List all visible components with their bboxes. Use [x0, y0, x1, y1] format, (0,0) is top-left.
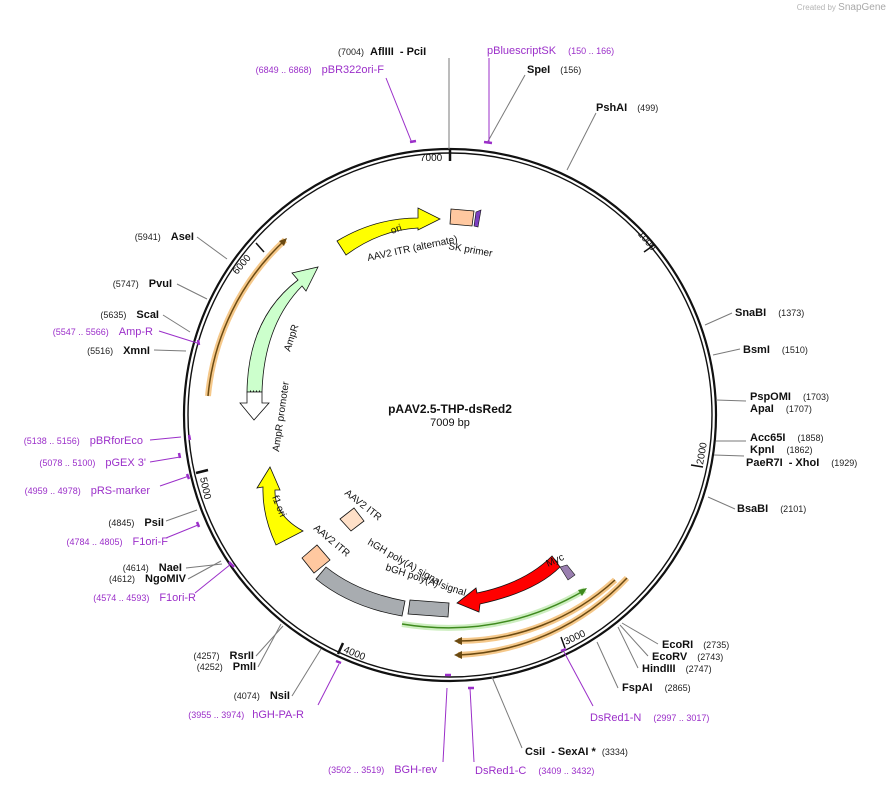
primer-pbluescriptsk: pBluescriptSK(150 .. 166) — [487, 45, 614, 57]
tick-label-6000: 6000 — [231, 252, 254, 276]
enzyme-psiI: (4845)PsiI — [108, 517, 164, 529]
sk-primer-mark — [473, 209, 482, 228]
tick-mark-4000 — [336, 642, 345, 655]
primer-marks — [177, 139, 567, 690]
ori-label: ori — [389, 223, 403, 237]
plasmid-size: 7009 bp — [430, 417, 470, 429]
enzyme-xmnI: (5516)XmnI — [87, 345, 150, 357]
enzyme-snaBI: SnaBI(1373) — [735, 307, 804, 319]
tick-label-7000: 7000 — [420, 153, 443, 164]
plasmid-name: pAAV2.5-THP-dsRed2 — [388, 402, 512, 416]
primer-dsred1-n: DsRed1-N(2997 .. 3017) — [590, 712, 709, 724]
ampr-promoter-label: AmpR promoter — [271, 380, 292, 452]
aav2-itr-box-upper — [339, 507, 365, 532]
enzyme-pshAI: PshAI(499) — [596, 102, 658, 114]
enzyme-speI: SpeI(156) — [527, 64, 581, 76]
primer-pbrforeco: (5138 .. 5156)pBRforEco — [24, 435, 143, 447]
enzyme-apaI: ApaI(1707) — [750, 403, 812, 415]
site-lines — [153, 58, 747, 749]
tick-mark-3000 — [560, 636, 566, 649]
primer-lines — [149, 58, 594, 763]
enzyme-csiI: CsiI- SexAI *(3334) — [525, 746, 628, 758]
tick-label-5000: 5000 — [197, 476, 212, 500]
primer-pbr322ori-f: (6849 .. 6868)pBR322ori-F — [256, 64, 385, 76]
tick-mark-5000 — [195, 468, 209, 475]
enzyme-aseI: (5941)AseI — [135, 231, 194, 243]
ampr-promoter-arrow — [239, 391, 270, 421]
watermark-brand: SnapGene — [838, 2, 886, 13]
myc-tag-box — [559, 564, 576, 581]
enzyme-pspOMI: PspOMI(1703) — [750, 391, 829, 403]
enzyme-ecoRI: EcoRI(2735) — [662, 639, 729, 651]
dsred2-arrow — [456, 555, 561, 613]
enzyme-bsaBI: BsaBI(2101) — [737, 503, 806, 515]
primer-f1ori-r: (4574 .. 4593)F1ori-R — [93, 592, 196, 604]
primer-f1ori-f: (4784 .. 4805)F1ori-F — [67, 536, 169, 548]
primer-pgex-3: (5078 .. 5100)pGEX 3' — [39, 457, 146, 469]
enzyme-aflIII: (7004)AflIII- PciI — [338, 46, 426, 58]
ampr-arrow — [246, 266, 319, 393]
itr-alt-label: AAV2 ITR (alternate) — [366, 234, 458, 264]
hgh-polya-box — [315, 566, 406, 617]
watermark-created-by: Created by — [796, 3, 836, 12]
enzyme-nsiI: (4074)NsiI — [234, 690, 290, 702]
tick-mark-1000 — [643, 244, 655, 253]
enzyme-acc65I: Acc65I(1858) — [750, 432, 824, 444]
enzyme-pmlI: (4252)PmlI — [197, 661, 256, 673]
tick-label-2000: 2000 — [695, 441, 710, 465]
enzyme-rsrII: (4257)RsrII — [194, 650, 254, 662]
enzyme-bsmI: BsmI(1510) — [743, 344, 808, 356]
enzyme-ngoMIV: (4612)NgoMIV — [109, 573, 187, 585]
aav2-itr-box-left — [301, 544, 331, 574]
enzyme-hindIII: HindIII(2747) — [642, 663, 712, 675]
primer-amp-r: (5547 .. 5566)Amp-R — [53, 326, 153, 338]
enzyme-ecoRV: EcoRV(2743) — [652, 651, 723, 663]
bgh-polya-box — [407, 599, 450, 618]
enzyme-paeR7I: PaeR7I- XhoI(1929) — [746, 457, 857, 469]
primer-bgh-rev: (3502 .. 3519)BGH-rev — [328, 764, 437, 776]
tick-mark-2000 — [690, 464, 704, 468]
orf-arcs — [205, 237, 630, 659]
enzyme-kpnI: KpnI(1862) — [750, 444, 812, 456]
f1ori-arrow — [256, 466, 304, 546]
enzyme-scaI: (5635)ScaI — [100, 309, 159, 321]
primer-dsred1-c: DsRed1-C(3409 .. 3432) — [475, 765, 594, 777]
ori-arrow — [336, 207, 441, 256]
tick-mark-6000 — [255, 242, 265, 253]
enzyme-fspAI: FspAI(2865) — [622, 682, 691, 694]
enzyme-pvuI: (5747)PvuI — [113, 278, 172, 290]
feature-shapes — [239, 207, 576, 618]
primer-hgh-pa-r: (3955 .. 3974)hGH-PA-R — [188, 709, 304, 721]
enzyme-naeI: (4614)NaeI — [123, 562, 182, 574]
primer-prs-marker: (4959 .. 4978)pRS-marker — [25, 485, 151, 497]
sk-primer-label: SK primer — [447, 241, 493, 260]
ampr-label: AmpR — [282, 323, 301, 353]
primer-labels: pBluescriptSK(150 .. 166) (6849 .. 6868)… — [24, 45, 710, 777]
itr-alternate-box — [449, 208, 475, 227]
enzyme-labels: (7004)AflIII- PciI SpeI(156) PshAI(499) … — [87, 46, 857, 758]
snapgene-watermark: Created by SnapGene — [797, 2, 886, 13]
